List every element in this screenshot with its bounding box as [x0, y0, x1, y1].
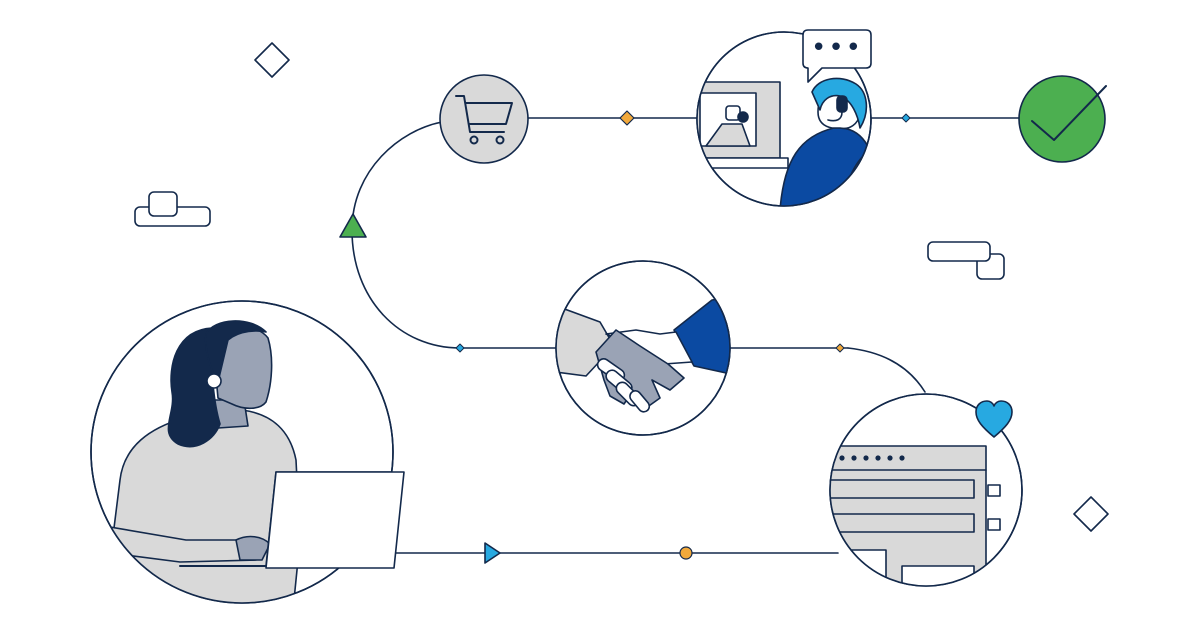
checkmark-icon [1031, 85, 1107, 141]
dot-marker [679, 546, 693, 560]
support-stage: ••• [696, 29, 872, 207]
success-stage [1018, 75, 1107, 163]
partnership-stage [555, 260, 731, 436]
decorative-blocks [927, 241, 1005, 280]
app-window-icon [830, 445, 1001, 586]
diamond-marker-small [455, 343, 465, 353]
triangle-up-marker [339, 213, 367, 238]
decorative-diamond [1073, 496, 1109, 532]
customer-stage [90, 300, 405, 604]
diamond-marker-small [901, 113, 911, 123]
app-stage [829, 393, 1023, 587]
decorative-diamond [254, 42, 290, 78]
shopping-cart-icon [455, 95, 513, 145]
shopping-stage [439, 74, 529, 164]
chat-bubble-text: ••• [811, 33, 863, 63]
heart-icon [975, 400, 1013, 438]
diamond-marker-orange [619, 110, 635, 126]
triangle-right-marker [484, 542, 501, 564]
chat-bubble: ••• [802, 29, 872, 83]
diamond-marker-small [835, 343, 845, 353]
decorative-blocks [134, 191, 211, 227]
